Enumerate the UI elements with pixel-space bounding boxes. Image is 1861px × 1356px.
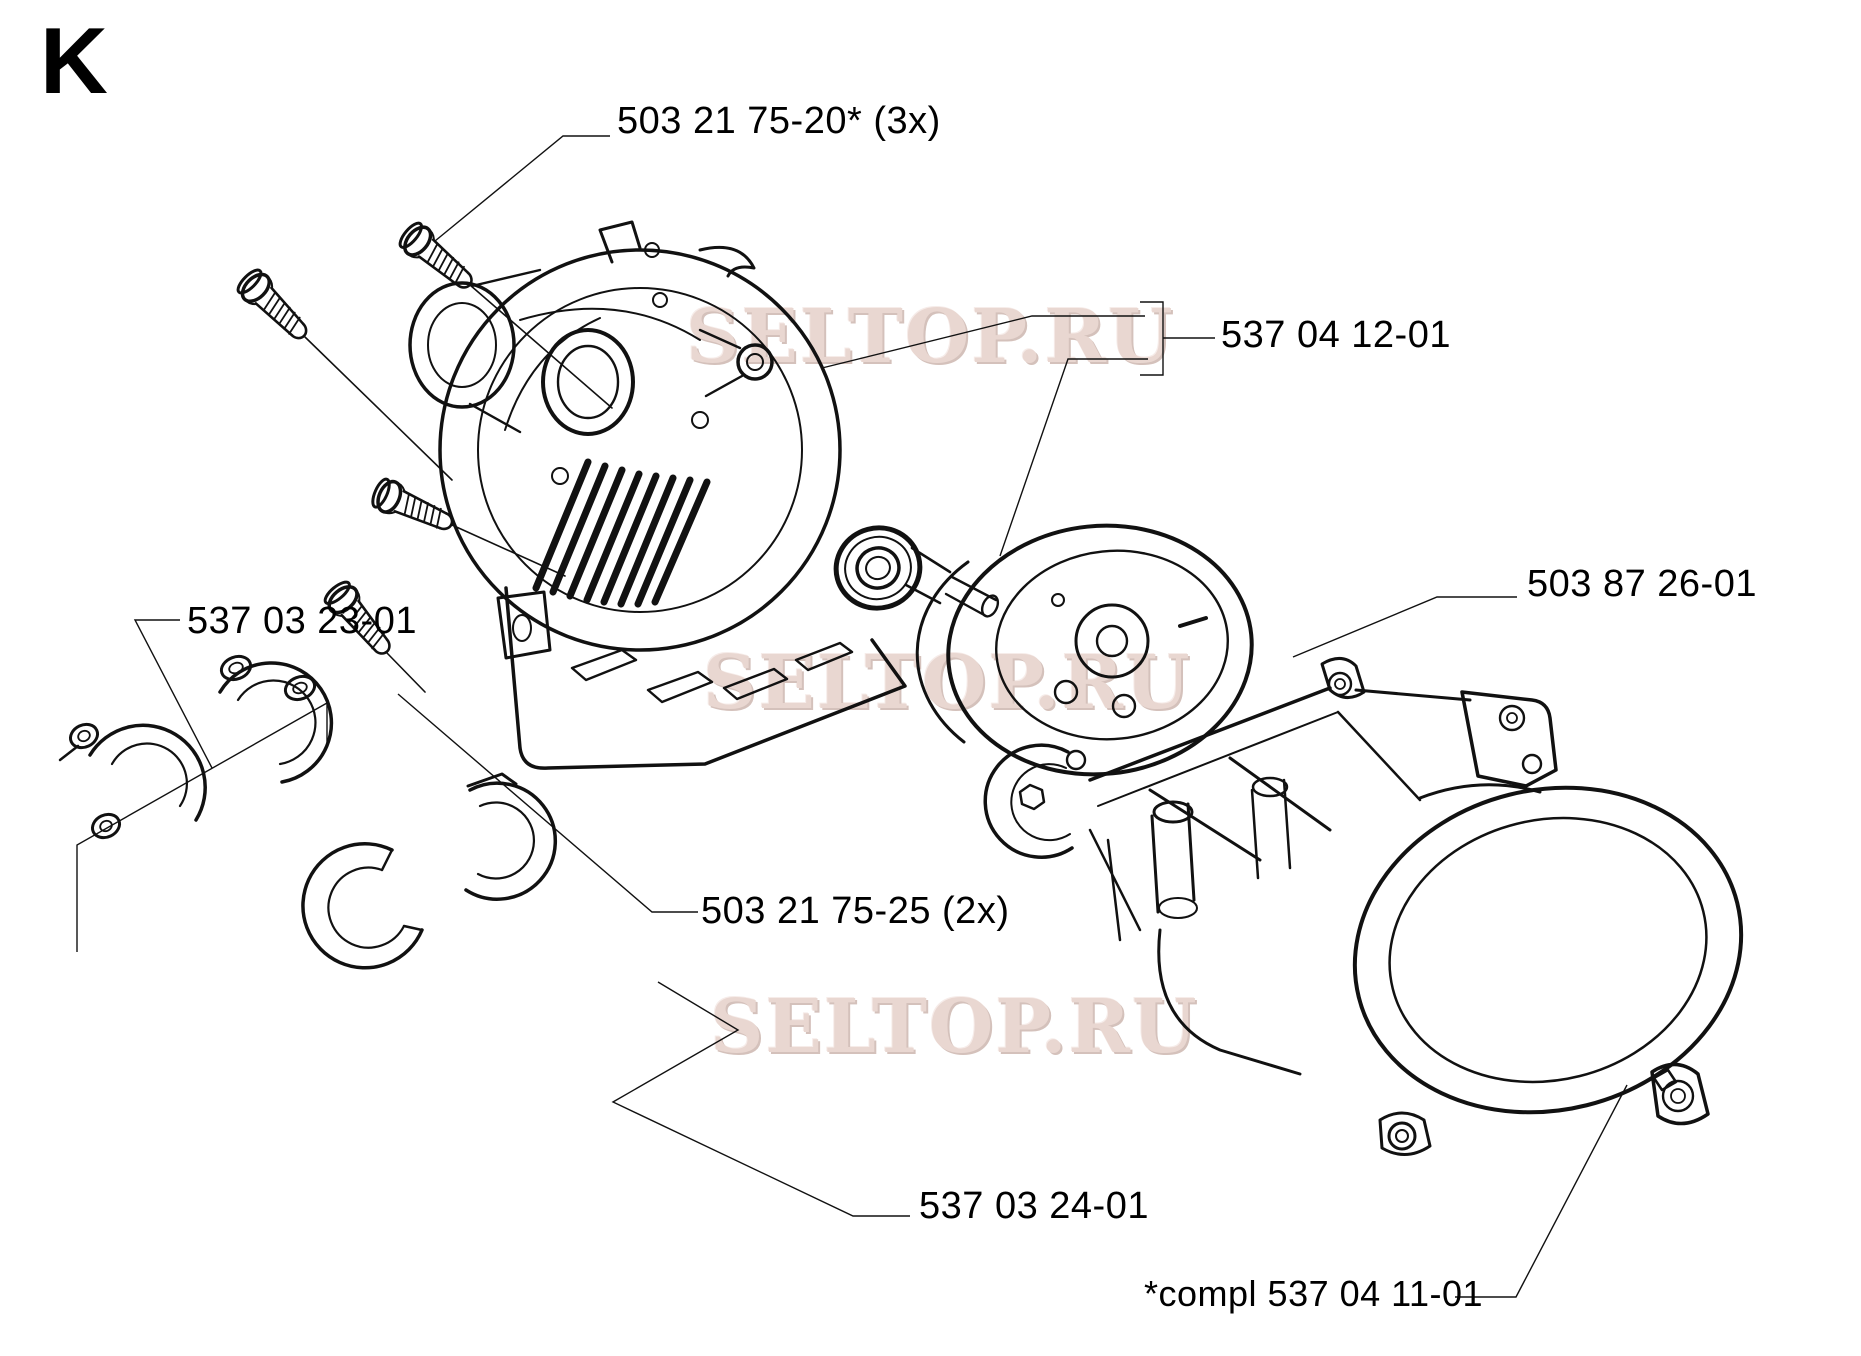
part-label-gearbox-complete: *compl 537 04 11-01 — [1144, 1273, 1484, 1314]
part-label-clamp-halves: 537 03 24-01 — [919, 1185, 1149, 1227]
part-label-clutch-drum: 503 87 26-01 — [1527, 563, 1757, 605]
watermark: SELTOP.RU — [686, 294, 1175, 380]
mounting-screws — [232, 217, 613, 577]
watermark: SELTOP.RU — [710, 984, 1199, 1070]
fan-housing — [408, 220, 907, 770]
clamp-pieces — [58, 654, 558, 970]
watermark: SELTOP.RU — [703, 640, 1192, 726]
clutch-drum — [915, 523, 1254, 777]
gearbox-housing — [983, 657, 1744, 1156]
part-label-clamp-screws: 503 21 75-25 (2x) — [701, 890, 1010, 932]
part-label-mounting-screws: 503 21 75-20* (3x) — [617, 100, 941, 142]
section-letter: K — [40, 8, 108, 113]
part-label-crankcase-assembly: 537 04 12-01 — [1221, 314, 1451, 356]
ball-bearing — [833, 525, 952, 611]
callout-leader-lines — [76, 135, 1628, 1298]
part-label-clamp-kit: 537 03 23-01 — [187, 600, 417, 642]
clamp-screw — [319, 576, 426, 693]
